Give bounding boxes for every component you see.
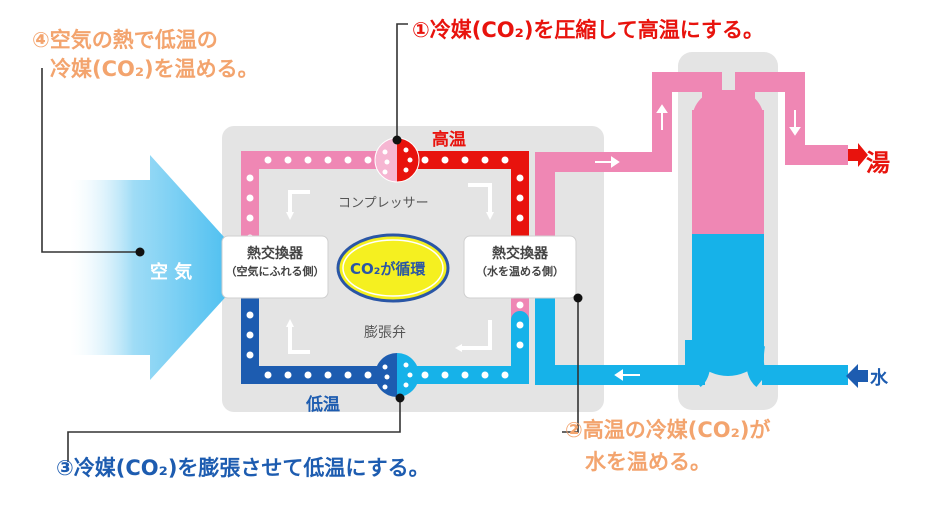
water-label: 水 xyxy=(870,368,888,389)
caption-step4-line2: 冷媒(CO₂)を温める。 xyxy=(50,57,259,81)
heat-exchanger-water-label: 熱交換器 （水を温める側） xyxy=(464,243,576,279)
heat-exchanger-water-subtitle: （水を温める側） xyxy=(476,265,564,278)
high-temp-label: 高温 xyxy=(432,130,466,150)
heat-exchanger-water-box xyxy=(463,235,577,299)
low-temp-label: 低温 xyxy=(306,395,340,415)
caption-step3: ③冷媒(CO₂)を膨張させて低温にする。 xyxy=(56,456,430,480)
heat-exchanger-air-box xyxy=(221,235,329,299)
caption-step2-line1: ②高温の冷媒(CO₂)が xyxy=(565,418,771,442)
hot-water-out-arrow xyxy=(848,143,868,167)
leader-dots xyxy=(135,135,583,403)
caption-step4-line1: ④空気の熱で低温の xyxy=(32,28,218,52)
heat-exchanger-water-title: 熱交換器 xyxy=(492,246,548,262)
hot-water-label: 湯 xyxy=(866,149,890,177)
hot-water-outlet-pipe xyxy=(735,72,848,165)
tank-cold xyxy=(692,228,764,346)
leader-lines xyxy=(41,23,579,462)
co2-cycle-label: CO₂が循環 xyxy=(350,260,426,278)
heat-exchanger-air-title: 熱交換器 xyxy=(247,246,303,262)
water-in-arrow xyxy=(846,364,868,388)
heat-exchanger-air-label: 熱交換器 （空気にふれる側） xyxy=(222,243,328,279)
flow-arrows xyxy=(595,104,801,381)
caption-step2-line2: 水を温める。 xyxy=(585,450,711,474)
air-arrow xyxy=(70,155,252,380)
co2-ellipse xyxy=(336,233,450,303)
compressor-ball xyxy=(374,137,420,183)
heat-exchanger-air-subtitle: （空気にふれる側） xyxy=(225,265,325,278)
air-label: 空 気 xyxy=(150,262,193,283)
expansion-valve-ball xyxy=(375,353,419,397)
pipe-dots xyxy=(246,156,524,379)
compressor-label: コンプレッサー xyxy=(338,196,429,211)
inner-cycle-arrows xyxy=(288,183,492,354)
caption-step1: ①冷媒(CO₂)を圧縮して高温にする。 xyxy=(412,18,765,42)
expansion-valve-label: 膨張弁 xyxy=(364,325,406,341)
